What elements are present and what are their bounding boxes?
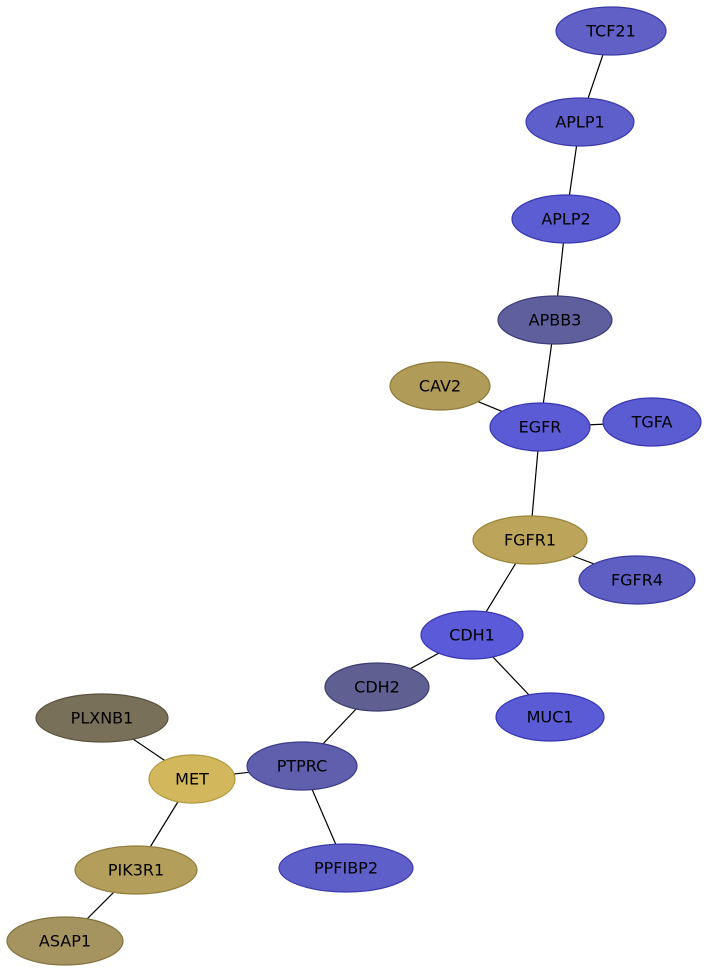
node-label: MET bbox=[175, 770, 209, 789]
node-ellipse bbox=[420, 610, 524, 660]
edge-layer bbox=[64, 30, 653, 942]
node-label: FGFR4 bbox=[611, 571, 663, 590]
node-fgfr4[interactable]: FGFR4 bbox=[578, 555, 696, 605]
node-fgfr1[interactable]: FGFR1 bbox=[472, 515, 588, 565]
node-plxnb1[interactable]: PLXNB1 bbox=[35, 693, 169, 743]
node-label: APLP1 bbox=[555, 113, 604, 132]
node-asap1[interactable]: ASAP1 bbox=[6, 916, 124, 966]
node-ellipse bbox=[389, 361, 491, 411]
node-label: PLXNB1 bbox=[71, 709, 134, 728]
node-ptprc[interactable]: PTPRC bbox=[246, 741, 358, 791]
node-label: PPFIBP2 bbox=[314, 859, 378, 878]
node-label: APBB3 bbox=[529, 311, 582, 330]
node-ellipse bbox=[578, 555, 696, 605]
node-ellipse bbox=[278, 843, 414, 893]
node-label: CDH1 bbox=[449, 626, 495, 645]
node-ellipse bbox=[602, 397, 702, 447]
node-label: MUC1 bbox=[527, 708, 574, 727]
node-ellipse bbox=[35, 693, 169, 743]
node-egfr[interactable]: EGFR bbox=[489, 402, 591, 452]
node-ellipse bbox=[472, 515, 588, 565]
node-ellipse bbox=[74, 845, 198, 895]
node-label: FGFR1 bbox=[504, 531, 556, 550]
node-cdh1[interactable]: CDH1 bbox=[420, 610, 524, 660]
node-ellipse bbox=[148, 754, 236, 804]
node-ppfibp2[interactable]: PPFIBP2 bbox=[278, 843, 414, 893]
node-aplp2[interactable]: APLP2 bbox=[511, 194, 621, 244]
node-cav2[interactable]: CAV2 bbox=[389, 361, 491, 411]
node-ellipse bbox=[246, 741, 358, 791]
node-ellipse bbox=[324, 662, 430, 712]
node-label: CAV2 bbox=[419, 377, 461, 396]
node-ellipse bbox=[511, 194, 621, 244]
node-ellipse bbox=[555, 6, 667, 56]
node-met[interactable]: MET bbox=[148, 754, 236, 804]
node-label: APLP2 bbox=[541, 210, 590, 229]
node-ellipse bbox=[6, 916, 124, 966]
node-ellipse bbox=[495, 692, 605, 742]
node-label: ASAP1 bbox=[39, 932, 91, 951]
node-label: TCF21 bbox=[585, 22, 636, 41]
node-ellipse bbox=[497, 295, 613, 345]
node-apbb3[interactable]: APBB3 bbox=[497, 295, 613, 345]
node-ellipse bbox=[489, 402, 591, 452]
node-tgfa[interactable]: TGFA bbox=[602, 397, 702, 447]
node-aplp1[interactable]: APLP1 bbox=[525, 97, 635, 147]
node-muc1[interactable]: MUC1 bbox=[495, 692, 605, 742]
node-label: CDH2 bbox=[354, 678, 400, 697]
node-tcf21[interactable]: TCF21 bbox=[555, 6, 667, 56]
node-label: EGFR bbox=[519, 418, 562, 437]
node-pik3r1[interactable]: PIK3R1 bbox=[74, 845, 198, 895]
node-label: PTPRC bbox=[277, 757, 328, 776]
node-label: TGFA bbox=[631, 413, 673, 432]
node-ellipse bbox=[525, 97, 635, 147]
node-cdh2[interactable]: CDH2 bbox=[324, 662, 430, 712]
node-label: PIK3R1 bbox=[108, 861, 164, 880]
